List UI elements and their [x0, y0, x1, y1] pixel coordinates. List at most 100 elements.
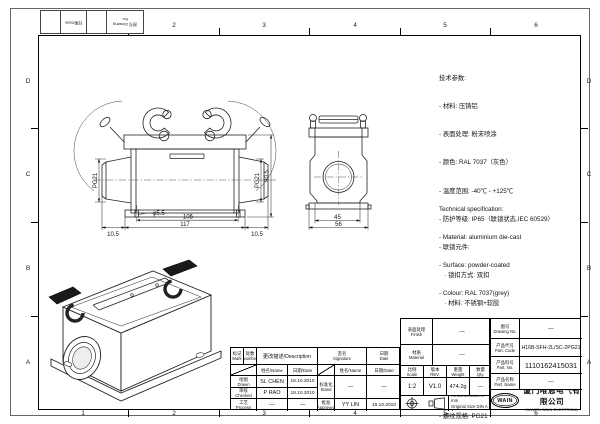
corner-fold-block: 日期/Date 图号 Drawing No. [40, 10, 144, 34]
drawing-no-value: — [520, 319, 582, 339]
tick [31, 222, 38, 223]
tick [219, 410, 220, 417]
titleblock-revision-table: 标记 Mark 处数 Number 更改描述/Description 签名 Si… [230, 347, 401, 411]
label-en: Part. Code [494, 347, 516, 353]
material-label: 材质 Material [401, 345, 433, 366]
dim-56-label: 56 [335, 222, 342, 228]
zone-label-top-5: 5 [443, 22, 447, 29]
label-en: Approved [318, 405, 335, 410]
front-view-drawing: 80.5 PG21 PG21 φ5.5 105 117 10.5 10.5 [73, 100, 277, 238]
approved-name: YY LIN [335, 399, 367, 411]
label-en: Part. No. [496, 365, 514, 370]
zone-label-bottom-5: 5 [443, 410, 447, 417]
dim-height-label: 80.5 [265, 170, 271, 182]
subheader-name-2: 姓名/Name [335, 365, 367, 376]
label-en: Drawn [237, 381, 250, 387]
zone-label-right-C: C [586, 171, 592, 178]
checked-date: 18.10.2010 [288, 388, 318, 399]
label-cn: 产品名称 [496, 376, 514, 382]
isometric-view-drawing [48, 259, 222, 402]
drawn-name: SL CHEN [257, 376, 288, 388]
label-en: Stand [320, 387, 332, 392]
part-no-value: 1110162415031 [520, 357, 582, 374]
process-name: — [257, 399, 288, 411]
spec-cn-line: - 表面处理: 粉末喷涂 [439, 131, 497, 139]
subheader-date-1: 日期/Date [288, 365, 318, 376]
stand-date: — [367, 376, 401, 399]
housing-front-outline [99, 116, 271, 218]
label-en: Checked [235, 393, 252, 398]
label-en: Number [244, 356, 257, 361]
dimension-note: All Dimensions in mm Original Size DIN A… [449, 396, 491, 411]
zone-label-top-3: 3 [262, 22, 266, 29]
zone-label-bottom-2: 2 [172, 410, 176, 417]
zone-label-bottom-6: 6 [534, 410, 538, 417]
dim-10p5-left-label: 10.5 [107, 232, 119, 238]
rev-header-signature: 签名 Signature [318, 348, 367, 365]
tick [309, 28, 310, 35]
note-line-1: All Dimensions in mm [451, 396, 484, 404]
tick [490, 28, 491, 35]
weight-label: 重量 Weight [447, 366, 470, 378]
label-cn: 审核 [239, 388, 248, 393]
label-cn: 签名 [337, 351, 347, 356]
label-en: Finish [410, 331, 423, 337]
spec-en-line: - Surface: powder-coated [439, 262, 510, 270]
row-approved-label: 批准 Approved [318, 399, 335, 411]
spec-cn-line: - 颜色: RAL 7037（灰色） [439, 159, 512, 167]
corner-cell-drawing-no: 图号 Drawing No. [107, 11, 143, 33]
tick [581, 316, 588, 317]
wain-logo: WAIN [491, 393, 519, 408]
corner-cell-blank2 [87, 11, 107, 33]
qty-value: — [470, 378, 491, 396]
label-cn: 处数 [245, 351, 255, 356]
dim-10p5-right-label: 10.5 [251, 232, 263, 238]
tick [309, 410, 310, 417]
tick [31, 128, 38, 129]
process-date: — [288, 399, 318, 411]
label-en: Signature [333, 356, 351, 361]
dim-45-label: 45 [334, 215, 341, 221]
qty-label: 数量 Qty. [470, 366, 491, 378]
spec-cn-line: - 温度范围: -40℃ - +125℃ [439, 187, 514, 195]
label-cn: 日期 [379, 351, 389, 356]
zone-label-left-D: D [25, 78, 31, 85]
tick [128, 410, 129, 417]
iso-cable-entry [62, 336, 102, 380]
dim-pg21-left-label: PG21 [93, 172, 99, 188]
spec-en-title: Technical specification: [439, 205, 504, 213]
titleblock-properties: 表面处理 Finish — 材质 Material — 比例 Scale 版本 … [400, 318, 491, 411]
label-cn: 版本 [430, 366, 440, 372]
label-cn: 批准 [321, 400, 331, 405]
row-checked-label: 审核 Checked [231, 388, 257, 399]
spec-cn-title: 技术参数: [439, 74, 466, 82]
first-angle-projection-icon [405, 397, 445, 410]
row-process-label: 工艺 Process [231, 399, 257, 411]
scale-value: 1:2 [401, 378, 424, 396]
company-name-cn: 厦门唯恩电气有限公司 [523, 390, 581, 406]
subheader-date-2: 日期/Date [367, 365, 401, 376]
latch-left [142, 107, 172, 142]
spec-cn-line: · 材料: 不锈钢+软胶 [439, 300, 500, 308]
approved-date: 18.10.2010 [371, 402, 396, 408]
tick [581, 128, 588, 129]
zone-label-left-C: C [25, 171, 31, 178]
zone-label-left-B: B [25, 265, 31, 272]
part-name-label: 产品名称 Part. Name [491, 374, 520, 390]
iso-crossbar [92, 277, 172, 311]
rev-value: V1.0 [424, 378, 447, 396]
company-names: 厦门唯恩电气有限公司 XIAMEN WAIN ELECTRICAL CO.,LT… [522, 390, 582, 411]
zone-label-top-6: 6 [534, 22, 538, 29]
dimensions [95, 134, 274, 230]
projection-symbols-cell [401, 396, 449, 411]
company-name-en: XIAMEN WAIN ELECTRICAL CO.,LTD [525, 406, 579, 412]
subheader-name-1: 姓名/Name [257, 365, 288, 376]
diagonal-cell [318, 365, 335, 376]
wain-logo-text: WAIN [497, 397, 513, 404]
tick [31, 316, 38, 317]
latch-crossbar [169, 153, 205, 159]
zone-label-top-2: 2 [172, 22, 176, 29]
label-en: Process [235, 405, 252, 410]
part-name-value: — [520, 374, 582, 390]
